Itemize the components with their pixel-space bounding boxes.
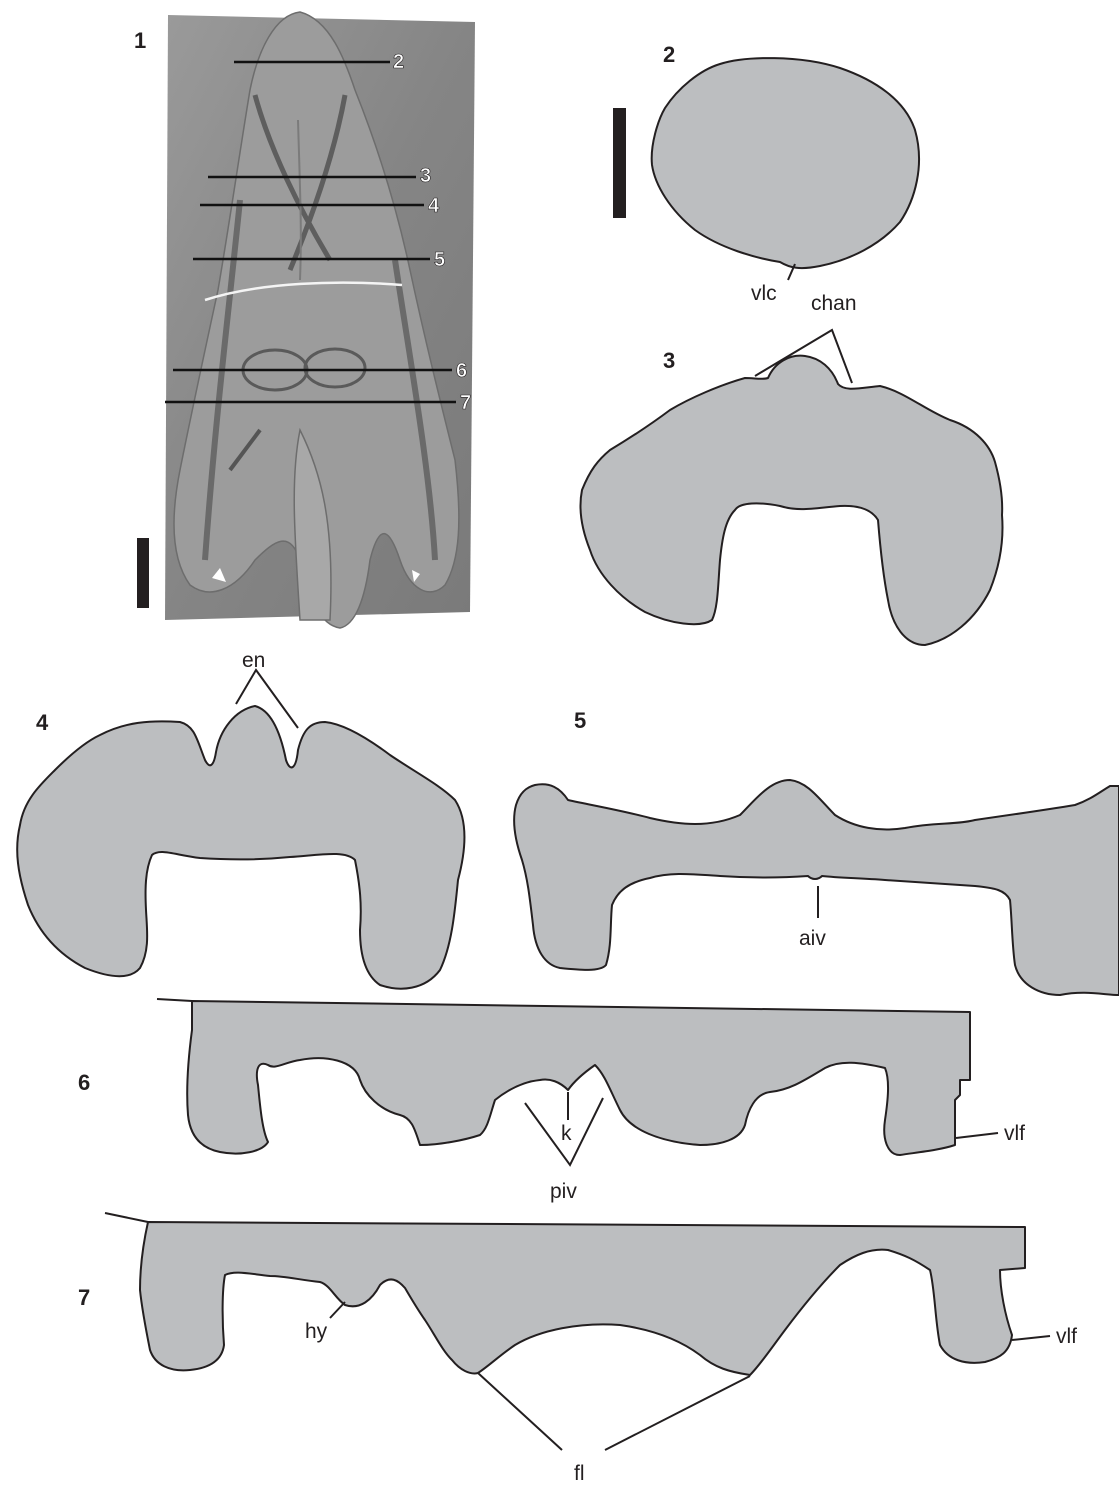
- label-aiv: aiv: [799, 927, 826, 950]
- scale-bar-2: [613, 108, 626, 218]
- section-line-label-2: 2: [393, 51, 404, 73]
- panel-number-7: 7: [78, 1285, 90, 1310]
- label-k: k: [561, 1122, 572, 1145]
- label-fl: fl: [574, 1462, 585, 1485]
- scale-bar-1: [137, 538, 149, 608]
- label-vlf-6: vlf: [1004, 1122, 1025, 1145]
- cross-section-4: [17, 706, 464, 989]
- cross-section-2: [652, 58, 919, 268]
- cross-section-6: [187, 1001, 970, 1155]
- panel-number-4: 4: [36, 710, 49, 735]
- section-line-label-3: 3: [420, 165, 431, 187]
- vlf-leader-7: [1012, 1336, 1050, 1340]
- panel-6-top-edge: [157, 999, 192, 1001]
- specimen-photo: [165, 12, 475, 628]
- section-line-label-5: 5: [434, 249, 445, 271]
- panel-number-1: 1: [134, 28, 146, 53]
- hy-leader: [330, 1302, 345, 1318]
- section-line-label-4: 4: [428, 195, 440, 217]
- panel-7-top-edge: [105, 1213, 148, 1222]
- label-vlc: vlc: [751, 282, 777, 305]
- panel-number-3: 3: [663, 348, 675, 373]
- cross-section-7: [140, 1222, 1025, 1375]
- panel-number-5: 5: [574, 708, 586, 733]
- cross-section-3: [580, 356, 1002, 645]
- cross-section-5: [514, 780, 1119, 995]
- panel-number-6: 6: [78, 1070, 90, 1095]
- label-piv: piv: [550, 1180, 577, 1203]
- vlf-leader-6: [956, 1133, 998, 1138]
- section-line-label-7: 7: [460, 392, 471, 414]
- section-line-label-6: 6: [456, 360, 467, 382]
- label-en: en: [242, 649, 265, 672]
- label-hy: hy: [305, 1320, 328, 1343]
- panel-number-2: 2: [663, 42, 675, 67]
- fl-leader-left: [478, 1373, 562, 1450]
- label-vlf-7: vlf: [1056, 1325, 1077, 1348]
- label-chan: chan: [811, 292, 857, 315]
- fl-leader-right: [605, 1376, 750, 1450]
